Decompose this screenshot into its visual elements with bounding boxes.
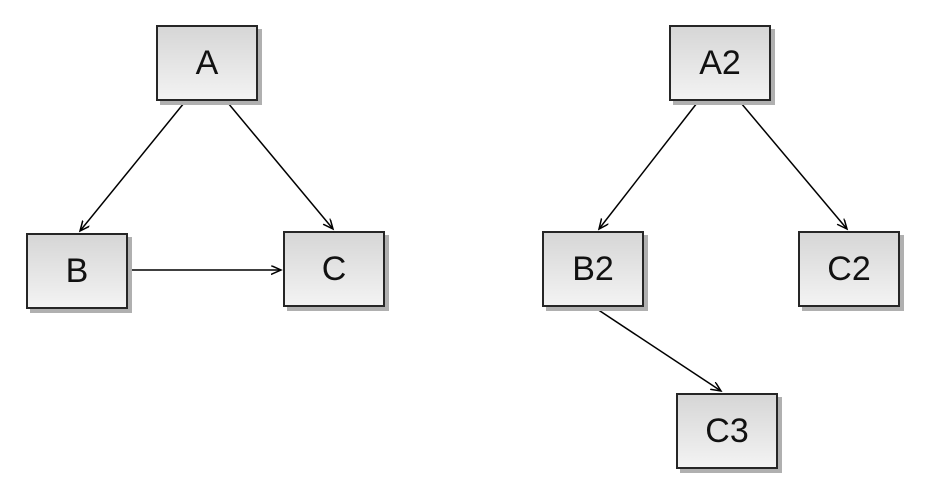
edge-B2-C3	[596, 308, 721, 391]
node-A2[interactable]: A2	[669, 25, 771, 101]
edges-group	[80, 102, 847, 391]
node-label: A2	[699, 44, 741, 82]
node-A[interactable]: A	[156, 25, 258, 101]
node-C2[interactable]: C2	[798, 231, 900, 307]
node-label: B2	[572, 250, 614, 288]
node-label: A	[195, 44, 219, 82]
node-C[interactable]: C	[283, 231, 385, 307]
edge-A-B	[80, 102, 185, 231]
edge-A2-C2	[740, 102, 847, 229]
node-B[interactable]: B	[26, 233, 128, 309]
edge-A2-B2	[599, 102, 698, 229]
node-B2[interactable]: B2	[542, 231, 644, 307]
node-label: C	[321, 250, 347, 288]
edge-A-C	[227, 102, 333, 229]
node-label: C3	[705, 412, 749, 450]
node-label: B	[65, 252, 89, 290]
node-C3[interactable]: C3	[676, 393, 778, 469]
node-label: C2	[827, 250, 871, 288]
